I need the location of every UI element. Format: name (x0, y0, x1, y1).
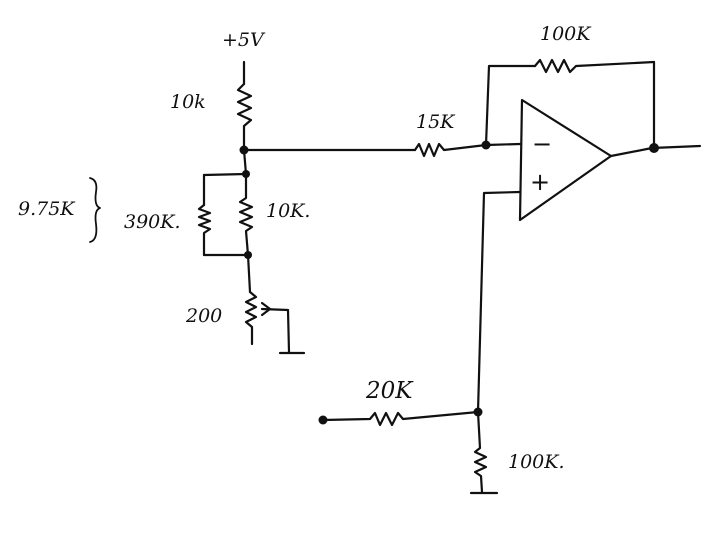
parallel-equivalent-label: 9.75K (18, 198, 76, 220)
resistor-100k-feedback-label: 100K (540, 23, 592, 45)
supply-label: +5V (222, 29, 266, 51)
opamp-triangle (518, 98, 613, 222)
output-node (649, 143, 659, 153)
equivalent-brace-icon (89, 177, 101, 243)
resistor-15k (413, 142, 488, 158)
resistor-10k-parallel-label: 10K. (266, 200, 310, 222)
resistor-15k-label: 15K (416, 111, 456, 133)
inverting-sign: − (532, 130, 552, 158)
resistor-20k-label: 20K (365, 378, 414, 404)
resistor-100k-feedback (533, 58, 656, 74)
wire-to-inverting-input (484, 142, 522, 147)
potentiometer-wiper-wire (260, 307, 291, 354)
resistor-10k-top (236, 82, 253, 152)
resistor-10k-top-label: 10k (170, 91, 206, 113)
resistor-100k-ground-label: 100K. (508, 451, 565, 473)
parallel-top-wire (202, 172, 248, 177)
resistor-10k-parallel (238, 172, 254, 257)
potentiometer-label: 200 (185, 305, 222, 327)
resistor-390k-label: 390K. (124, 211, 181, 233)
wire-noninverting-input (476, 190, 522, 414)
noninverting-sign: + (530, 168, 550, 196)
wire-to-potentiometer (246, 253, 252, 294)
potentiometer-200 (244, 290, 258, 346)
feedback-left-wire (484, 64, 537, 147)
wire-node-a-to-parallel (242, 148, 248, 176)
resistor-20k (321, 410, 480, 427)
resistor-390k (197, 203, 212, 257)
resistor-100k-ground (473, 410, 488, 494)
